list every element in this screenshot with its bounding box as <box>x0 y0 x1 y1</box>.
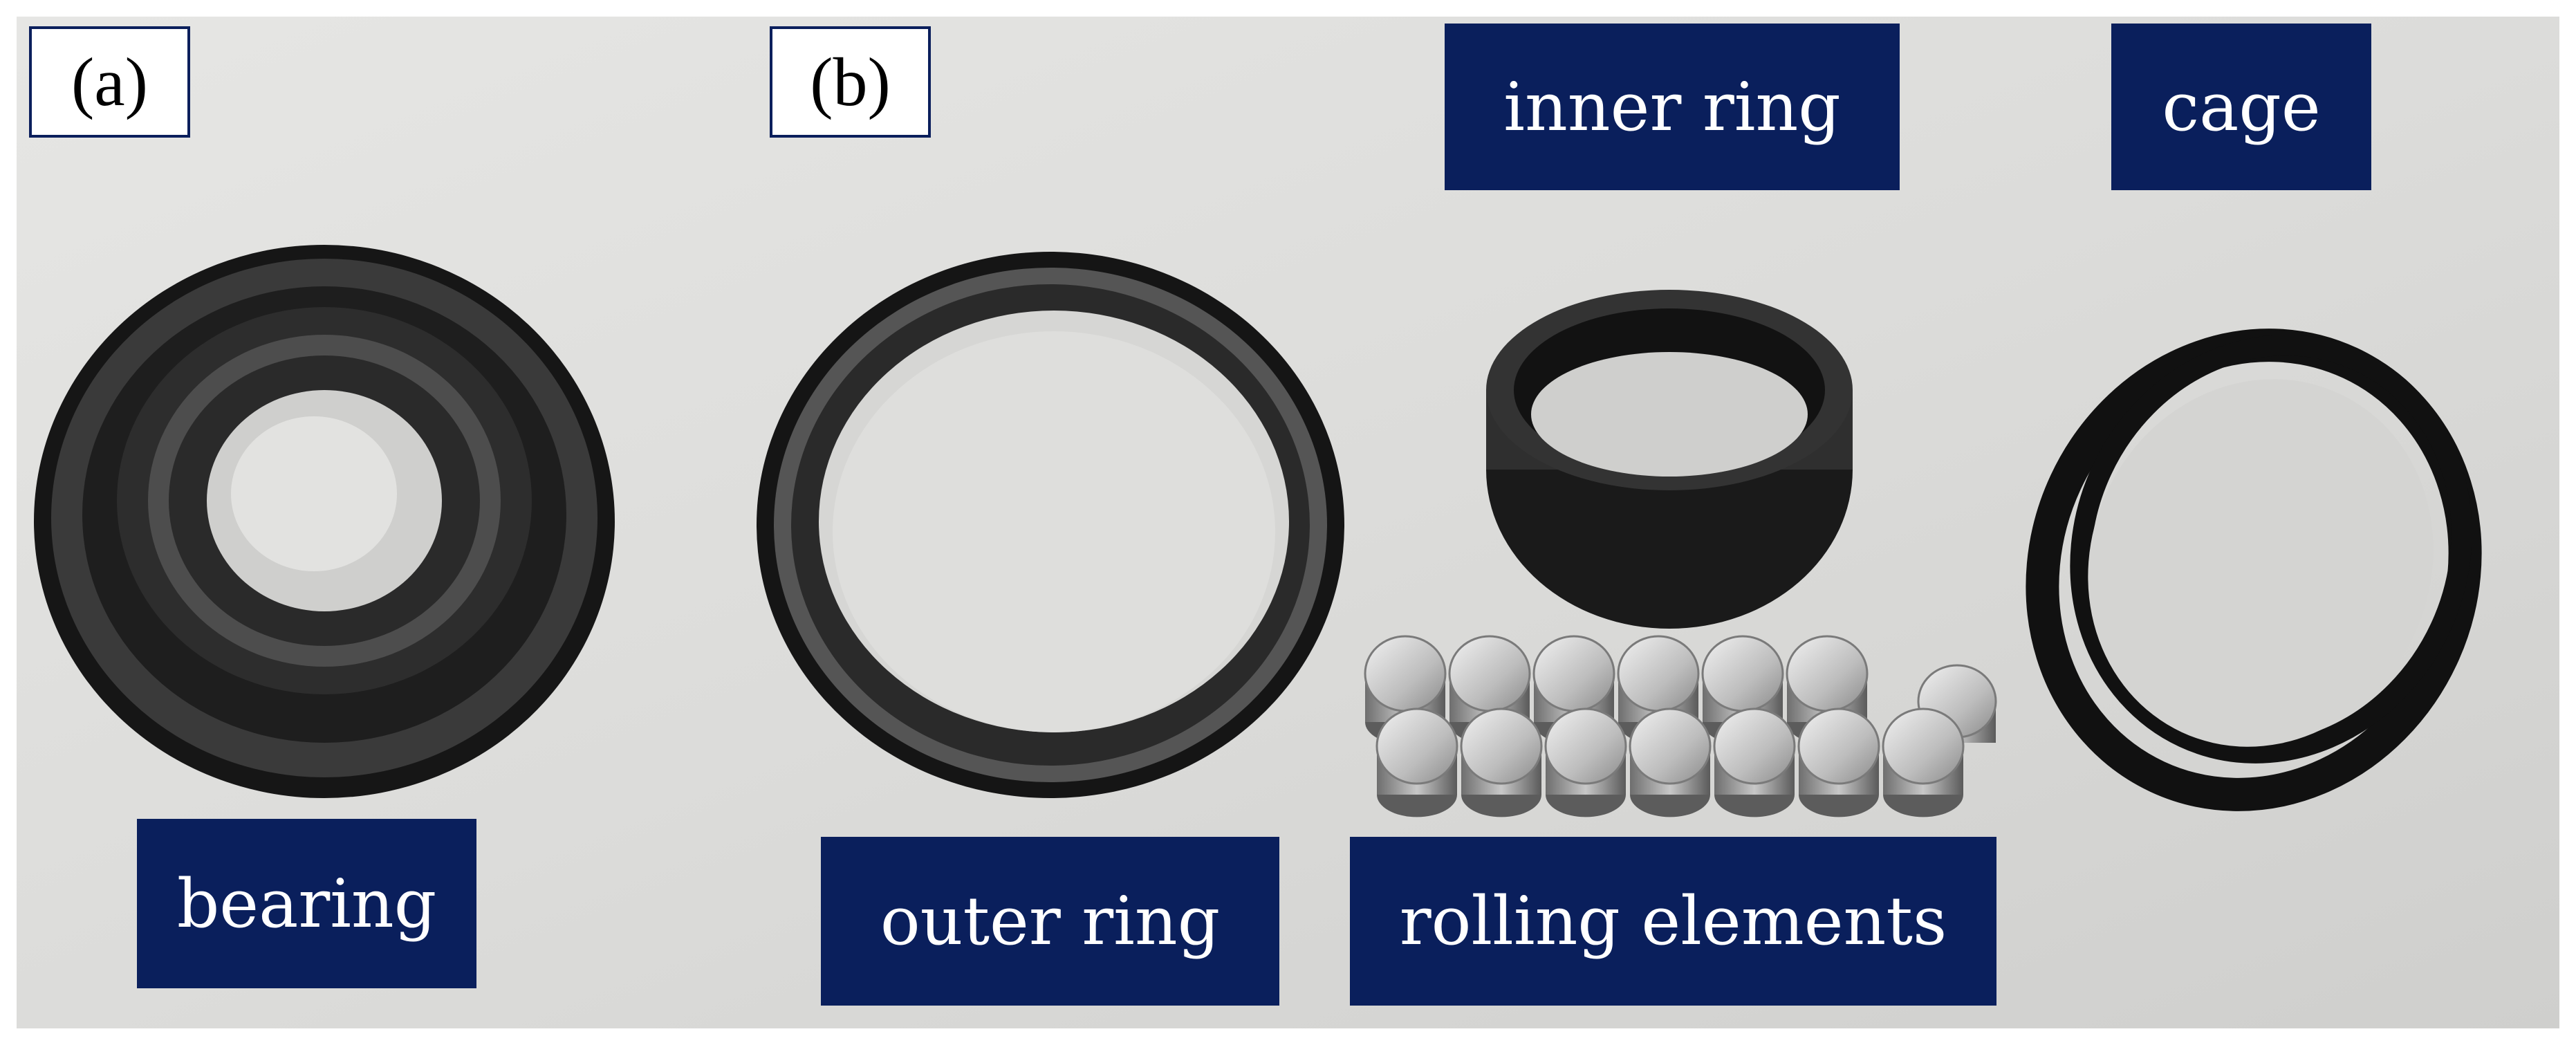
roller <box>1460 708 1543 817</box>
caption-rolling-elements: rolling elements <box>1350 837 1996 1006</box>
panel-label-a: (a) <box>29 26 190 138</box>
photo-scene: (a) (b) inner ring cage bearing outer ri… <box>17 17 2559 1028</box>
caption-outer-ring-text: outer ring <box>880 882 1221 960</box>
caption-cage: cage <box>2111 24 2371 190</box>
caption-bearing-text: bearing <box>176 864 437 943</box>
caption-rolling-elements-text: rolling elements <box>1399 882 1947 960</box>
caption-cage-text: cage <box>2162 68 2321 146</box>
panel-label-b-text: (b) <box>810 44 891 120</box>
panel-label-a-text: (a) <box>71 44 148 120</box>
caption-bearing: bearing <box>137 819 476 988</box>
roller <box>1797 708 1880 817</box>
panel-label-b: (b) <box>770 26 931 138</box>
caption-outer-ring: outer ring <box>821 837 1279 1006</box>
inner-ring <box>1486 290 1853 629</box>
roller <box>1544 708 1627 817</box>
rolling-elements <box>1364 635 1997 817</box>
complete-bearing <box>34 245 615 798</box>
caption-inner-ring: inner ring <box>1445 24 1900 190</box>
outer-ring <box>757 252 1344 798</box>
roller <box>1629 708 1712 817</box>
roller <box>1713 708 1796 817</box>
cage <box>2026 329 2482 811</box>
roller <box>1375 708 1458 817</box>
roller <box>1882 708 1965 817</box>
caption-inner-ring-text: inner ring <box>1503 68 1841 146</box>
